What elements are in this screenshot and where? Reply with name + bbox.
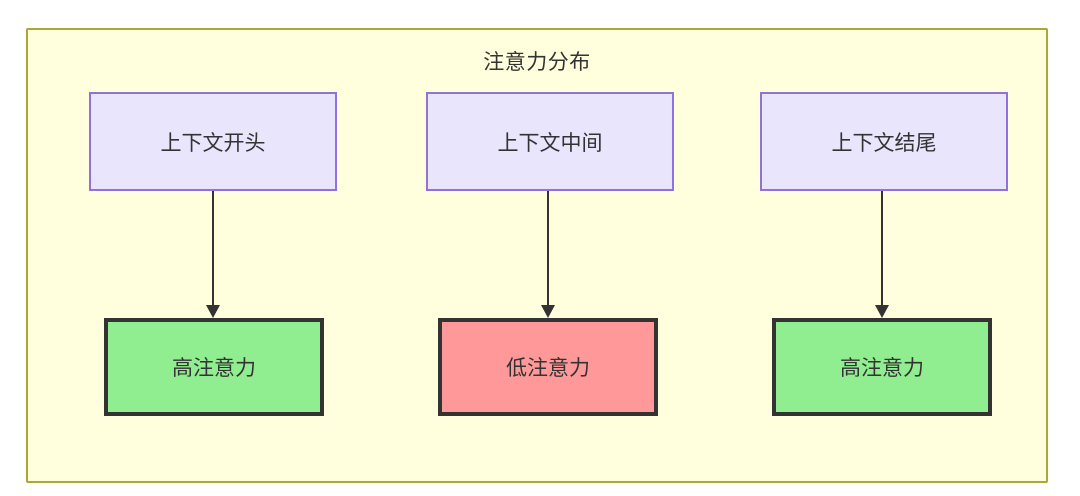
node-label: 上下文中间 [497,131,603,155]
node-context-start[interactable]: 上下文开头 [89,92,337,191]
edge-line-context-start [212,191,214,307]
node-high-attention-end[interactable]: 高注意力 [772,318,992,416]
node-high-attention-start[interactable]: 高注意力 [104,318,324,416]
edge-line-context-end [881,191,883,307]
node-label: 上下文结尾 [831,131,937,155]
arrow-down-icon [206,305,220,318]
node-context-middle[interactable]: 上下文中间 [426,92,674,191]
subgraph-title: 注意力分布 [483,51,591,74]
node-label: 上下文开头 [160,131,266,155]
node-label: 高注意力 [840,357,924,380]
arrow-down-icon [875,305,889,318]
arrow-down-icon [541,305,555,318]
edge-line-context-middle [547,191,549,307]
node-context-end[interactable]: 上下文结尾 [760,92,1008,191]
node-low-attention-middle[interactable]: 低注意力 [438,318,658,416]
node-label: 低注意力 [506,357,590,380]
node-label: 高注意力 [172,357,256,380]
